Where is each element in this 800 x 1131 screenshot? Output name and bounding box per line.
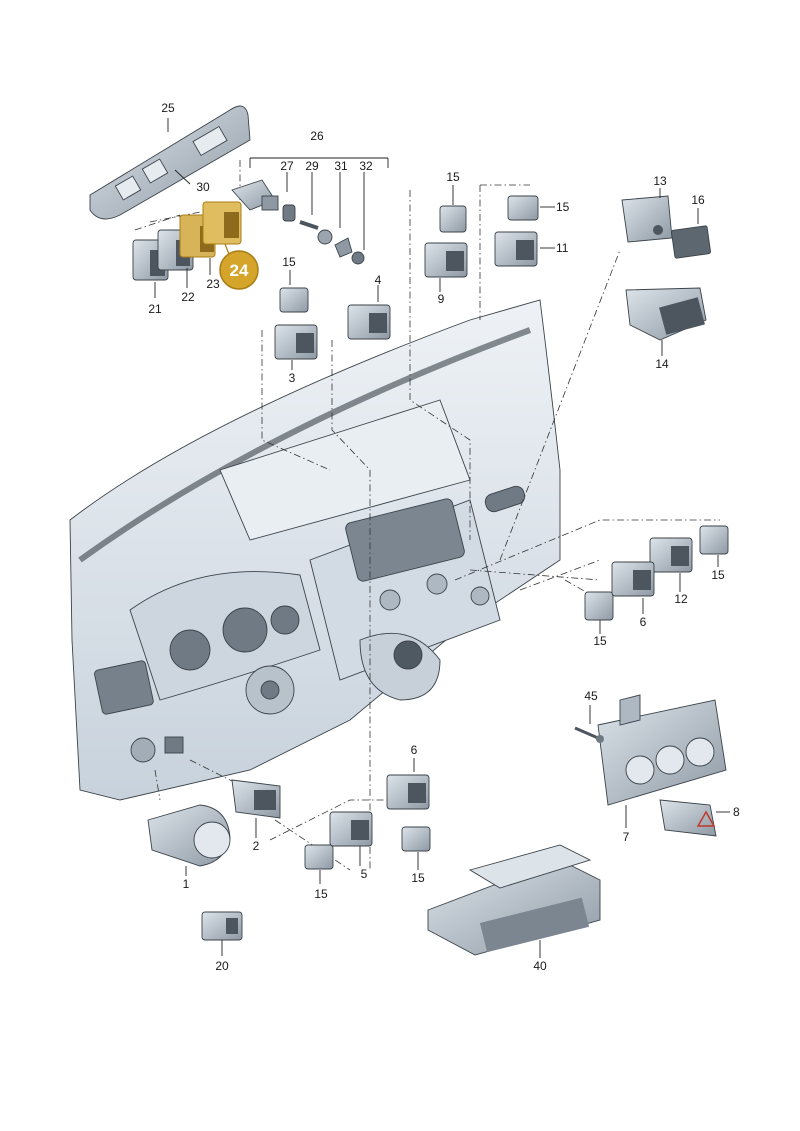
part-6-switch-lower <box>386 774 430 810</box>
part-1-light-switch <box>147 804 231 867</box>
label-15-e: 15 <box>593 634 607 648</box>
label-27: 27 <box>280 159 294 173</box>
label-23: 23 <box>206 277 220 291</box>
label-31: 31 <box>334 159 348 173</box>
part-26-switch-assembly <box>231 179 279 211</box>
label-22: 22 <box>181 290 195 304</box>
left-vent <box>94 660 154 715</box>
part-3-switch <box>274 324 318 360</box>
part-45-screw <box>574 726 604 743</box>
part-6-switch-upper <box>611 561 655 597</box>
label-45: 45 <box>584 689 598 703</box>
label-20: 20 <box>215 959 229 973</box>
part-24-switch-highlighted <box>202 201 242 245</box>
label-15-d: 15 <box>711 568 725 582</box>
label-24: 24 <box>230 261 249 280</box>
label-25: 25 <box>161 101 175 115</box>
label-8: 8 <box>733 805 740 819</box>
part-11-switch <box>494 231 538 267</box>
part-15-blank-e <box>584 591 614 621</box>
label-16: 16 <box>691 193 705 207</box>
label-29: 29 <box>305 159 319 173</box>
label-6-a: 6 <box>640 615 647 629</box>
label-15-c: 15 <box>556 200 570 214</box>
label-3: 3 <box>289 371 296 385</box>
part-27-bezel <box>282 204 296 222</box>
label-14: 14 <box>655 357 669 371</box>
label-40: 40 <box>533 959 547 973</box>
label-13: 13 <box>653 174 667 188</box>
label-15-g: 15 <box>411 871 425 885</box>
part-15-blank-c <box>507 195 539 221</box>
label-2: 2 <box>253 839 260 853</box>
label-32: 32 <box>359 159 373 173</box>
part-4-switch <box>347 304 391 340</box>
dashboard-panel <box>69 299 561 801</box>
part-8-hazard-switch <box>659 799 717 837</box>
center-knob-right <box>470 586 490 606</box>
label-4: 4 <box>375 273 382 287</box>
label-9: 9 <box>438 292 445 306</box>
label-15-f: 15 <box>314 887 328 901</box>
label-15-b: 15 <box>446 170 460 184</box>
light-switch-knob <box>130 737 156 763</box>
label-5: 5 <box>361 867 368 881</box>
highlight-marker-24: 24 <box>219 243 259 290</box>
part-labels: 25 26 27 29 31 32 30 21 22 23 15 4 3 15 … <box>148 101 740 973</box>
part-15-blank-b <box>439 205 467 233</box>
part-15-blank-f <box>304 844 334 870</box>
part-9-switch <box>424 242 468 278</box>
label-11: 11 <box>556 241 569 255</box>
gear-knob <box>393 640 423 670</box>
label-12: 12 <box>674 592 688 606</box>
part-2-switch <box>231 779 281 819</box>
part-40-ac-control <box>427 844 601 956</box>
part-15-blank-g <box>401 826 431 852</box>
part-32-cap <box>351 251 365 265</box>
dash-dot-leaders <box>134 160 720 871</box>
part-7-heater-control <box>597 694 727 806</box>
label-30: 30 <box>196 180 210 194</box>
part-5-switch <box>329 811 373 847</box>
part-13-switch <box>621 195 673 243</box>
part-29-pin <box>299 220 319 230</box>
part-14-control-unit <box>625 287 707 341</box>
label-1: 1 <box>183 877 190 891</box>
part-16-cover <box>671 225 711 259</box>
part-12-switch <box>649 537 693 573</box>
label-7: 7 <box>623 830 630 844</box>
radio-unit <box>345 498 465 582</box>
part-31-ring <box>317 229 353 258</box>
part-15-blank-a <box>279 287 309 313</box>
part-25-trim-panel <box>89 105 251 220</box>
center-knob-left <box>379 589 401 611</box>
label-15-a: 15 <box>282 255 296 269</box>
label-21: 21 <box>148 302 162 316</box>
label-26: 26 <box>310 129 324 143</box>
leader-lines <box>154 118 730 958</box>
part-15-blank-d <box>699 525 729 555</box>
center-knob-middle <box>426 573 448 595</box>
part-20-connector <box>201 911 243 941</box>
label-6-b: 6 <box>411 743 418 757</box>
